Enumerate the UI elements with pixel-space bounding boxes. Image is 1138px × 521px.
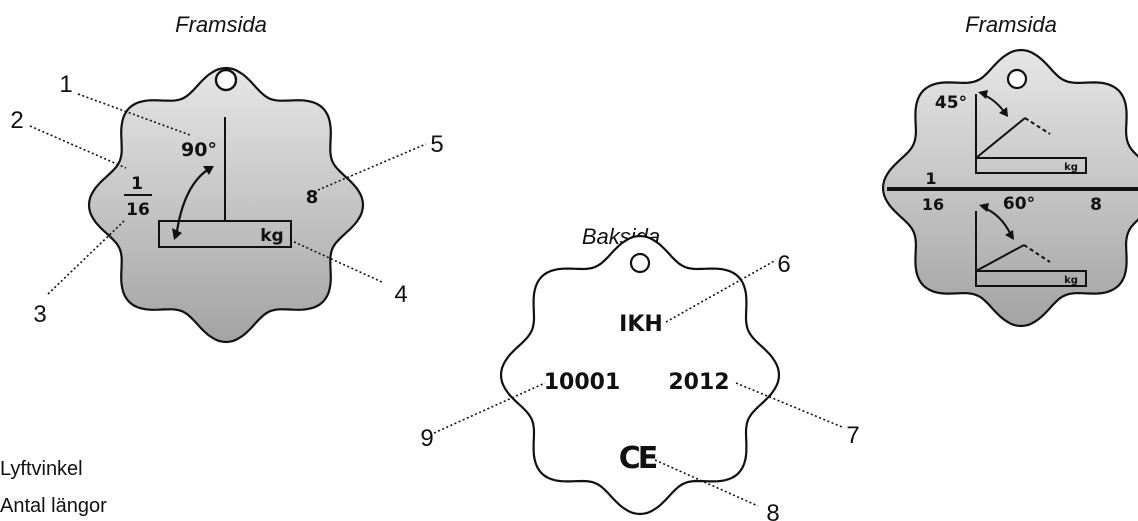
upper-angle-arrow-head-b [999,107,1008,117]
lower-angle-arrow-head-b [1005,230,1014,240]
lower-unit-kg: kg [1064,275,1078,286]
angle-top-value: 45° [935,93,967,113]
back-tag-hole [629,252,651,274]
legend-item-lift-angle: Lyftvinkel [0,458,83,480]
callout-2: 2 [10,107,23,134]
front-legs-denominator: 16 [126,200,150,220]
ce-mark: CE [619,441,657,476]
leader-4 [289,239,385,284]
front-wll-value: 8 [306,187,319,208]
callout-6: 6 [777,251,790,278]
leader-5 [317,143,427,191]
leader-1 [77,93,191,136]
callout-9: 9 [420,425,433,452]
lower-sling-dashed [1023,244,1051,263]
leader-6 [665,259,777,323]
front-title: Framsida [175,12,267,37]
split-legs-numerator: 1 [925,169,936,188]
upper-sling-line [975,117,1026,159]
upper-sling-dashed [1024,117,1051,135]
leader-8 [654,459,759,507]
front-unit-kg: kg [260,226,283,246]
leader-7 [735,382,843,428]
upper-unit-kg: kg [1064,162,1078,173]
split-legs-denominator: 16 [922,195,944,214]
lower-load-box [975,270,1087,287]
upper-angle-arrow-head-a [978,90,988,99]
serial-number: 10001 [544,370,621,395]
callout-5: 5 [430,131,443,158]
split-wll-value: 8 [1090,195,1102,215]
manufacturer-mark: IKH [619,312,663,337]
lower-angle-arrow-head-a [979,203,989,212]
front-legs-numerator: 1 [131,174,143,194]
angle-bottom-value: 60° [1003,194,1035,214]
lower-sling-line [975,244,1025,272]
year-of-manufacture: 2012 [668,370,729,395]
angle-arrow-head-bottom [172,228,182,240]
upper-load-box [975,157,1087,174]
front-tag-hole [214,68,238,92]
callout-4: 4 [394,281,407,308]
leader-2 [29,125,127,169]
load-box [158,220,292,248]
split-tag-hole [1006,68,1028,90]
angle-arrow-head-top [203,166,214,175]
callout-3: 3 [33,301,46,328]
back-tag-outline [499,234,781,516]
legend-item-number-of-legs: Antal längor [0,495,107,517]
callout-7: 7 [846,422,859,449]
callout-1: 1 [59,71,72,98]
front-title-right: Framsida [965,12,1057,37]
callout-8: 8 [766,500,779,521]
front-angle-value: 90° [181,139,217,161]
